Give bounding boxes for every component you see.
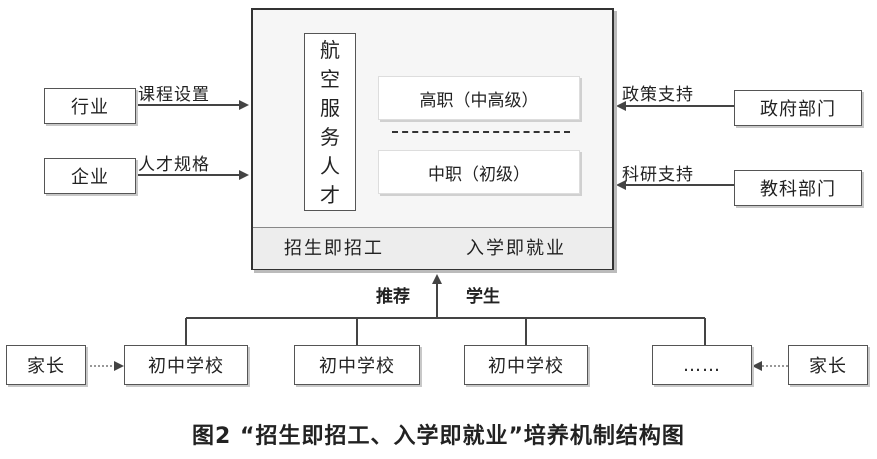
level-divider <box>392 131 570 133</box>
footer-left: 招生即招工 <box>284 238 384 259</box>
more-schools-box: …… <box>652 345 752 385</box>
enterprise-box: 企业 <box>44 158 136 194</box>
industry-box: 行业 <box>44 88 136 124</box>
figure-caption: 图2 “招生即招工、入学即就业”培养机制结构图 <box>192 424 685 449</box>
vertical-char: 空 <box>320 67 340 91</box>
vertical-char: 人 <box>320 154 340 178</box>
label-students: 学生 <box>466 287 500 307</box>
research-dept-box: 教科部门 <box>734 170 862 206</box>
middle-school-box: 初中学校 <box>464 345 588 385</box>
edge-label-course: 课程设置 <box>138 85 210 105</box>
aviation-talent-label: 航 空 服 务 人 才 <box>304 33 356 211</box>
footer-right: 入学即就业 <box>466 238 566 259</box>
edge-label-research: 科研支持 <box>622 165 694 185</box>
vertical-char: 务 <box>320 125 340 149</box>
parents-box-right: 家长 <box>788 345 868 385</box>
edge-label-policy: 政策支持 <box>622 85 694 105</box>
level-high: 高职（中高级） <box>378 76 580 120</box>
vertical-char: 服 <box>320 96 340 120</box>
main-footer <box>253 227 612 269</box>
vertical-char: 航 <box>320 38 340 62</box>
level-mid: 中职（初级） <box>378 150 580 194</box>
vertical-char: 才 <box>320 183 340 207</box>
government-box: 政府部门 <box>734 90 862 126</box>
label-recommend: 推荐 <box>376 287 410 307</box>
middle-school-box: 初中学校 <box>294 345 420 385</box>
middle-school-box: 初中学校 <box>124 345 248 385</box>
edge-label-talent-spec: 人才规格 <box>138 155 210 175</box>
parents-box-left: 家长 <box>6 345 86 385</box>
